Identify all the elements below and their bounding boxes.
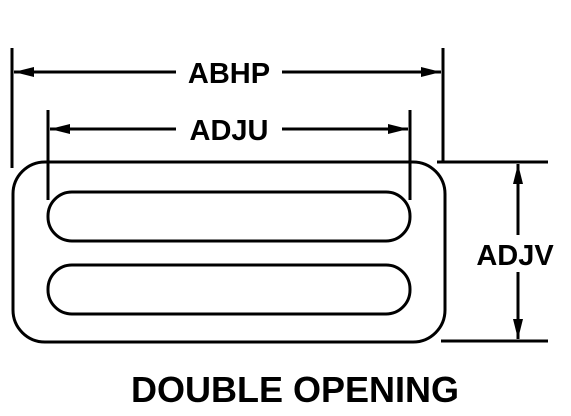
adju-label: ADJU	[190, 115, 269, 147]
diagram-caption: DOUBLE OPENING	[131, 369, 459, 410]
buckle-outer-frame	[11, 160, 447, 344]
upper-opening	[46, 190, 412, 243]
lower-opening	[46, 263, 412, 316]
abhp-label: ABHP	[188, 58, 270, 90]
adjv-label: ADJV	[476, 240, 554, 272]
